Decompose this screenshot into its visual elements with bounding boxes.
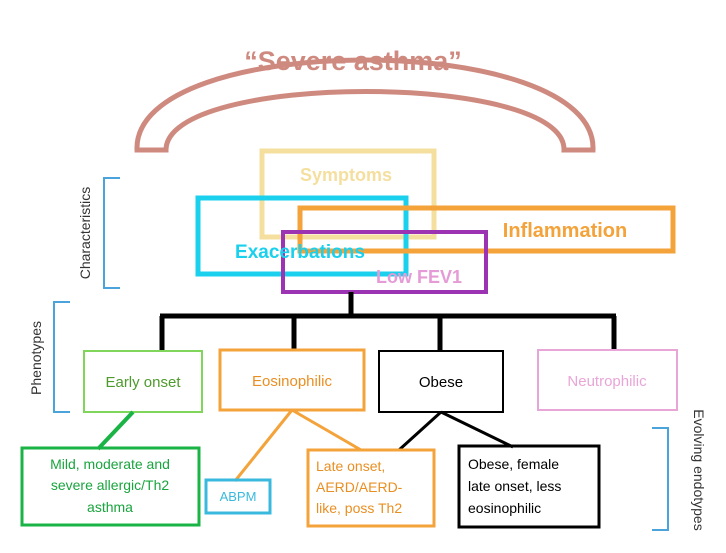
late-onset-text: Late onset, AERD/AERD- like, poss Th2 bbox=[316, 458, 403, 516]
exacerbations-label: Exacerbations bbox=[235, 242, 365, 263]
mild-allergic-text: Mild, moderate and severe allergic/Th2 a… bbox=[50, 456, 170, 515]
symptoms-box bbox=[259, 148, 437, 240]
low-fev1-label: Low FEV1 bbox=[376, 267, 462, 287]
abpm-label: ABPM bbox=[220, 489, 257, 504]
exacerbations-box bbox=[195, 195, 409, 277]
characteristics-bracket bbox=[103, 177, 120, 289]
early-onset-label: Early onset bbox=[105, 374, 181, 391]
eosin-to-late-connector bbox=[291, 408, 362, 452]
severe-asthma-arch bbox=[134, 57, 596, 153]
obese-female-line: eosinophilic bbox=[468, 500, 541, 516]
neutrophilic-label: Neutrophilic bbox=[567, 373, 647, 390]
obese-to-female-connector bbox=[440, 410, 514, 449]
late-onset-line: Late onset, bbox=[316, 458, 385, 474]
mild-allergic-box bbox=[20, 446, 201, 527]
symptoms-label: Symptoms bbox=[300, 165, 392, 185]
late-onset-line: like, poss Th2 bbox=[316, 500, 402, 516]
mild-allergic-line: severe allergic/Th2 bbox=[51, 477, 169, 493]
late-onset-line: AERD/AERD- bbox=[316, 479, 403, 495]
early-onset-box bbox=[83, 350, 203, 413]
obese-female-box bbox=[457, 444, 601, 529]
characteristics-label: Characteristics bbox=[77, 187, 93, 280]
eosinophilic-label: Eosinophilic bbox=[252, 373, 333, 390]
mild-allergic-line: Mild, moderate and bbox=[50, 456, 170, 472]
diagram-title: “Severe asthma” bbox=[244, 46, 462, 76]
obese-label: Obese bbox=[419, 374, 463, 391]
phenotypes-label: Phenotypes bbox=[28, 321, 44, 395]
low-fev1-box bbox=[281, 230, 488, 294]
obese-female-text: Obese, female late onset, less eosinophi… bbox=[468, 456, 561, 516]
obese-to-late-connector bbox=[397, 410, 443, 452]
endotypes-bracket bbox=[652, 427, 669, 531]
eosin-to-abpm-connector bbox=[233, 409, 294, 482]
obese-female-line: Obese, female bbox=[468, 456, 559, 472]
early-to-mild-connector bbox=[96, 410, 135, 451]
late-onset-box bbox=[306, 448, 436, 528]
mild-allergic-line: asthma bbox=[87, 499, 133, 515]
endotypes-label: Evolving endotypes bbox=[691, 409, 707, 530]
phenotype-tree bbox=[159, 292, 617, 350]
phenotypes-bracket bbox=[53, 301, 70, 413]
obese-female-line: late onset, less bbox=[468, 478, 561, 494]
abpm-box bbox=[204, 478, 272, 515]
neutrophilic-box bbox=[537, 349, 678, 411]
inflammation-label: Inflammation bbox=[503, 220, 627, 242]
